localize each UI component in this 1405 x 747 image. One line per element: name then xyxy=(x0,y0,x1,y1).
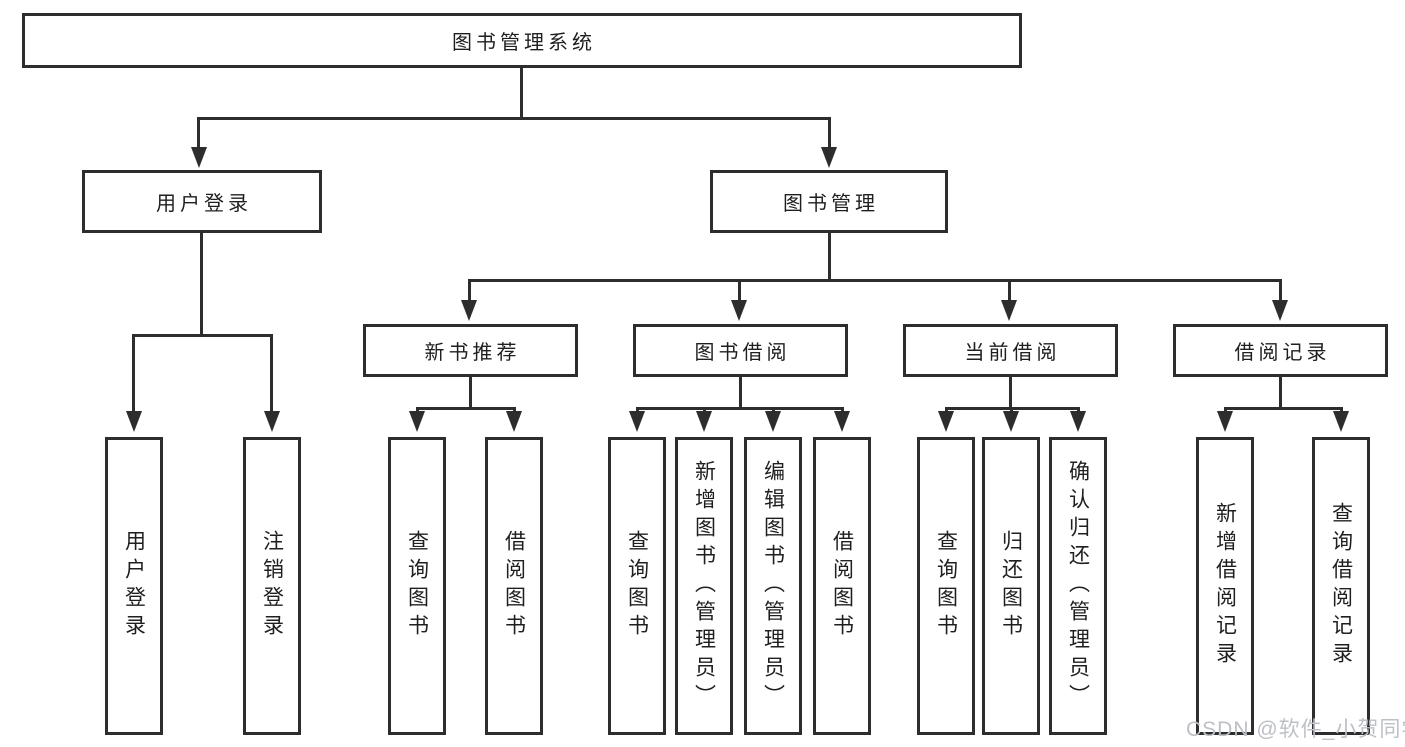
leaf-return-books: 归还图书 xyxy=(982,437,1040,735)
arrowhead-down xyxy=(696,411,712,432)
leaf-query-books-current: 查询图书 xyxy=(917,437,975,735)
leaf-edit-books-admin: 编辑图书（管理员） xyxy=(744,437,802,735)
arrowhead-down xyxy=(264,411,280,432)
arrowhead-down xyxy=(1001,300,1017,321)
leaf-add-borrow-record: 新增借阅记录 xyxy=(1196,437,1254,735)
connector-line xyxy=(636,407,844,410)
leaf-user-login: 用户登录 xyxy=(105,437,163,735)
node-new-book-recommend: 新书推荐 xyxy=(363,324,578,377)
arrowhead-down xyxy=(461,300,477,321)
node-current-borrow: 当前借阅 xyxy=(903,324,1118,377)
connector-line xyxy=(520,68,523,120)
node-root: 图书管理系统 xyxy=(22,13,1022,68)
arrowhead-down xyxy=(821,147,837,168)
leaf-query-borrow-record: 查询借阅记录 xyxy=(1312,437,1370,735)
arrowhead-down xyxy=(1070,411,1086,432)
arrowhead-down xyxy=(834,411,850,432)
connector-line xyxy=(468,279,471,304)
node-book-borrow: 图书借阅 xyxy=(633,324,848,377)
node-book-management: 图书管理 xyxy=(710,170,948,233)
arrowhead-down xyxy=(409,411,425,432)
connector-line xyxy=(738,279,741,304)
connector-line xyxy=(1279,377,1282,410)
arrowhead-down xyxy=(191,147,207,168)
connector-line xyxy=(1008,279,1011,304)
arrowhead-down xyxy=(1003,411,1019,432)
arrowhead-down xyxy=(1272,300,1288,321)
connector-line xyxy=(469,377,472,410)
connector-line xyxy=(132,334,273,337)
connector-line xyxy=(1009,377,1012,410)
node-user-login: 用户登录 xyxy=(82,170,322,233)
leaf-query-books-borrow: 查询图书 xyxy=(608,437,666,735)
connector-line xyxy=(739,377,742,410)
arrowhead-down xyxy=(938,411,954,432)
arrowhead-down xyxy=(1217,411,1233,432)
arrowhead-down xyxy=(765,411,781,432)
leaf-add-books-admin: 新增图书（管理员） xyxy=(675,437,733,735)
connector-line xyxy=(1224,407,1343,410)
arrowhead-down xyxy=(731,300,747,321)
connector-line xyxy=(270,334,273,414)
connector-line xyxy=(468,279,1282,282)
leaf-query-books-recommend: 查询图书 xyxy=(388,437,446,735)
connector-line xyxy=(132,334,135,414)
arrowhead-down xyxy=(1333,411,1349,432)
connector-line xyxy=(197,117,831,120)
leaf-borrow-books: 借阅图书 xyxy=(813,437,871,735)
leaf-borrow-books-recommend: 借阅图书 xyxy=(485,437,543,735)
connector-line xyxy=(828,117,831,150)
arrowhead-down xyxy=(126,411,142,432)
node-borrow-record: 借阅记录 xyxy=(1173,324,1388,377)
watermark: CSDN @软件_小贺同学 xyxy=(1186,718,1405,741)
connector-line xyxy=(828,233,831,282)
leaf-logout: 注销登录 xyxy=(243,437,301,735)
arrowhead-down xyxy=(506,411,522,432)
connector-line xyxy=(1279,279,1282,304)
arrowhead-down xyxy=(629,411,645,432)
leaf-confirm-return-admin: 确认归还（管理员） xyxy=(1049,437,1107,735)
connector-line xyxy=(197,117,200,150)
connector-line xyxy=(200,233,203,337)
connector-line xyxy=(416,407,516,410)
